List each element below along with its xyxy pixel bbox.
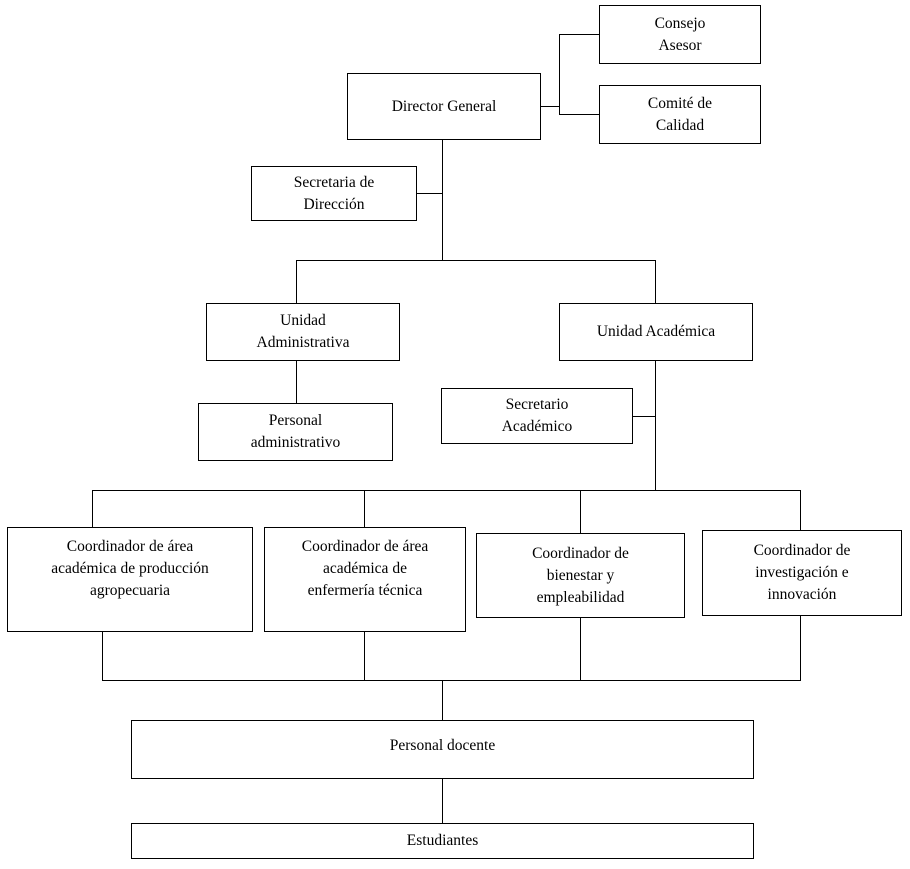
connector-drop-unidad-academica xyxy=(655,260,656,303)
node-coordinador-investigacion-innovacion[interactable]: Coordinador de investigación e innovació… xyxy=(702,530,902,616)
node-personal-administrativo[interactable]: Personal administrativo xyxy=(198,403,393,461)
connector-drop-coordinator-4 xyxy=(800,490,801,530)
node-consejo-asesor[interactable]: Consejo Asesor xyxy=(599,5,761,64)
node-label-director-general: Director General xyxy=(391,97,497,115)
connector-to-comite-calidad xyxy=(559,114,600,115)
node-personal-docente[interactable]: Personal docente xyxy=(131,720,754,779)
node-comite-de-calidad[interactable]: Comité de Calidad xyxy=(599,85,761,144)
connector-to-secretario-academico xyxy=(632,416,656,417)
connector-to-secretaria-direccion xyxy=(416,193,443,194)
node-coordinador-enfermeria-tecnica[interactable]: Coordinador de área académica de enferme… xyxy=(264,527,466,632)
connector-drop-coordinator-1 xyxy=(92,490,93,527)
node-label-consejo-asesor: Consejo Asesor xyxy=(654,14,706,54)
node-label-coordinador-investigacion-innovacion: Coordinador de investigación e innovació… xyxy=(753,542,851,603)
connector-rise-coordinator-2 xyxy=(364,631,365,681)
node-label-unidad-academica: Unidad Académica xyxy=(596,323,716,340)
connector-coordinators-bar xyxy=(92,490,801,491)
node-secretaria-de-direccion[interactable]: Secretaria de Dirección xyxy=(251,166,417,221)
node-unidad-academica[interactable]: Unidad Académica xyxy=(559,303,753,361)
node-estudiantes[interactable]: Estudiantes xyxy=(131,823,754,859)
connector-drop-coordinator-2 xyxy=(364,490,365,527)
node-label-estudiantes: Estudiantes xyxy=(406,832,479,849)
node-label-comite-de-calidad: Comité de Calidad xyxy=(647,94,713,134)
connector-academica-trunk xyxy=(655,360,656,491)
connector-docente-to-estudiantes xyxy=(442,778,443,823)
connector-bar-to-personal-docente xyxy=(442,680,443,720)
connector-rise-coordinator-1 xyxy=(102,631,103,681)
connector-docente-bar xyxy=(102,680,801,681)
connector-staff-trunk xyxy=(559,34,560,114)
connector-rise-coordinator-4 xyxy=(800,615,801,681)
connector-to-consejo-asesor xyxy=(559,34,600,35)
connector-administrativa-to-personal xyxy=(296,360,297,403)
node-secretario-academico[interactable]: Secretario Académico xyxy=(441,388,633,444)
node-label-personal-administrativo: Personal administrativo xyxy=(250,412,341,451)
node-label-coordinador-enfermeria-tecnica: Coordinador de área académica de enferme… xyxy=(301,538,429,599)
node-director-general[interactable]: Director General xyxy=(347,73,541,140)
connector-director-staff-stub xyxy=(540,106,560,107)
connector-drop-coordinator-3 xyxy=(580,490,581,533)
node-label-unidad-administrativa: Unidad Administrativa xyxy=(256,312,350,351)
node-label-coordinador-produccion-agropecuaria: Coordinador de área académica de producc… xyxy=(51,538,209,599)
connector-rise-coordinator-3 xyxy=(580,617,581,681)
node-label-coordinador-bienestar-empleabilidad: Coordinador de bienestar y empleabilidad xyxy=(532,544,629,606)
node-label-personal-docente: Personal docente xyxy=(389,737,496,754)
node-coordinador-produccion-agropecuaria[interactable]: Coordinador de área académica de producc… xyxy=(7,527,253,632)
connector-units-bar xyxy=(296,260,656,261)
node-coordinador-bienestar-empleabilidad[interactable]: Coordinador de bienestar y empleabilidad xyxy=(476,533,685,618)
node-label-secretario-academico: Secretario Académico xyxy=(501,396,573,435)
connector-drop-unidad-administrativa xyxy=(296,260,297,303)
connector-director-trunk xyxy=(442,139,443,260)
node-unidad-administrativa[interactable]: Unidad Administrativa xyxy=(206,303,400,361)
node-label-secretaria-de-direccion: Secretaria de Dirección xyxy=(293,173,375,213)
